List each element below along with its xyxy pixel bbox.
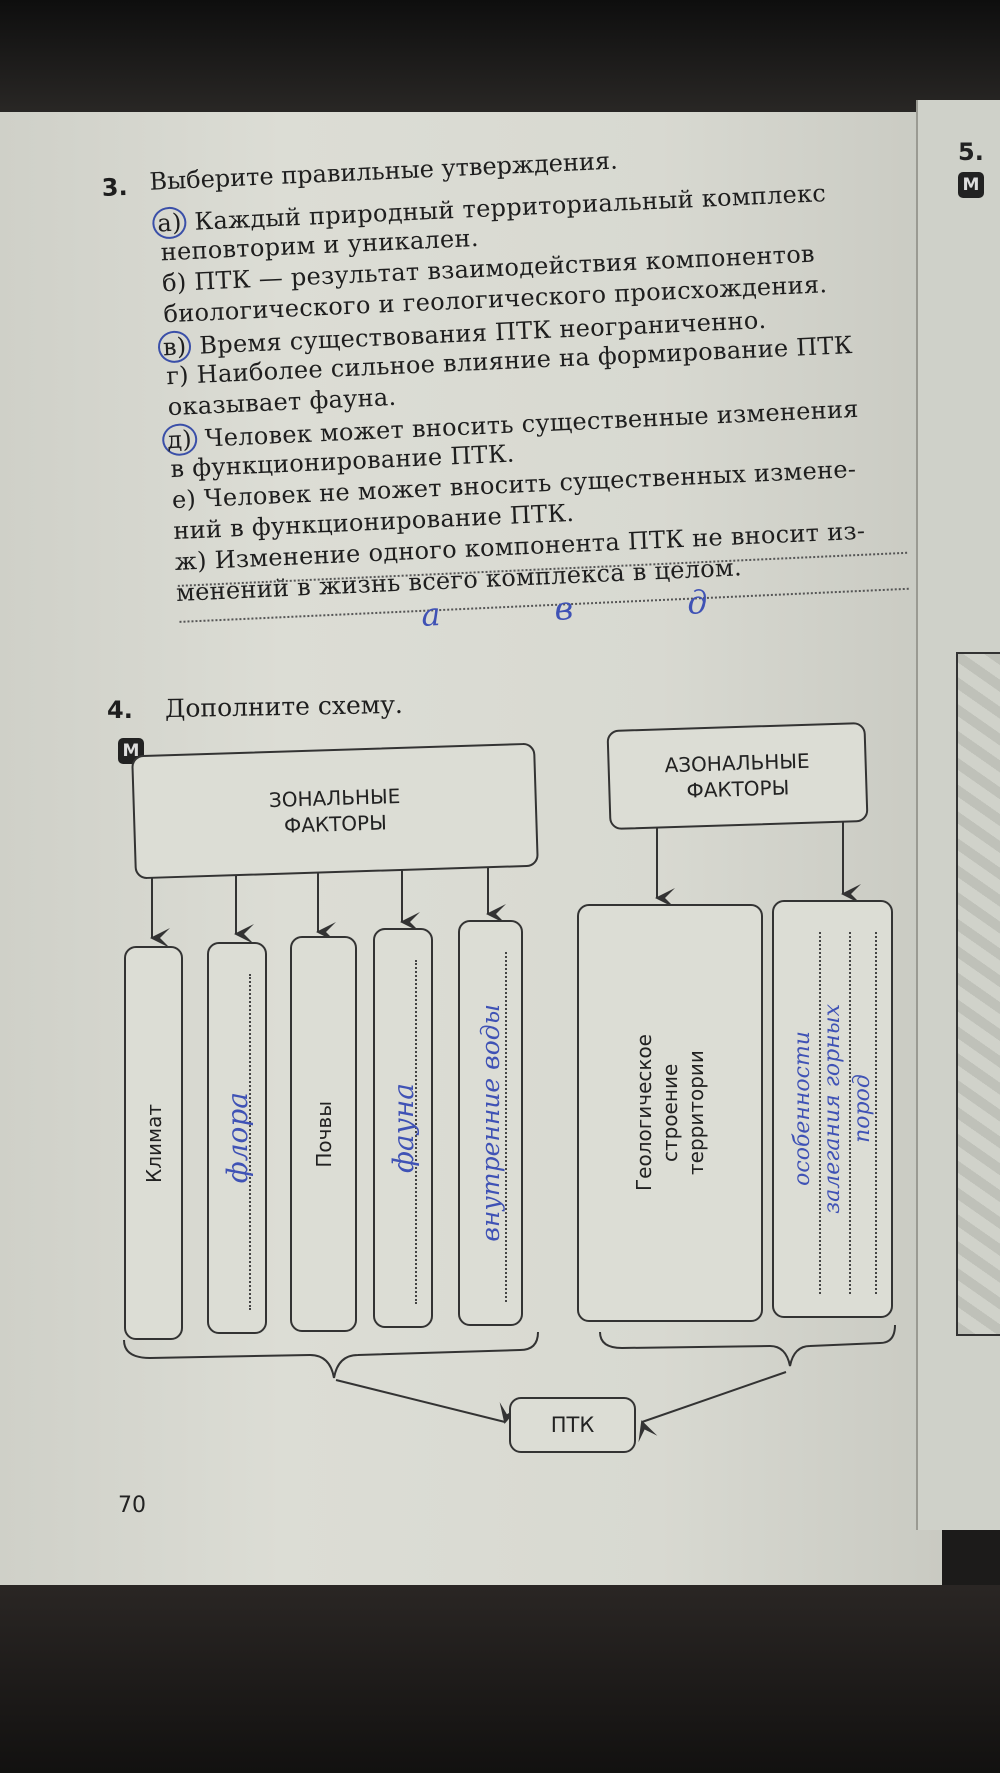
factor-label: Климат (141, 1103, 166, 1183)
header-line: ФАКТОРЫ (686, 775, 790, 803)
factor-label: Почвы (311, 1100, 336, 1168)
fill-line (249, 974, 251, 1310)
arrow (638, 1371, 787, 1443)
fill-line (819, 932, 821, 1294)
dark-background-bottom (0, 1585, 1000, 1773)
brace-zonal (123, 1331, 539, 1379)
page-number: 70 (118, 1493, 146, 1518)
ptk-label: ПТК (550, 1413, 595, 1437)
header-line: ФАКТОРЫ (283, 810, 388, 838)
hand-line: пород (849, 1074, 875, 1144)
fill-line (415, 960, 417, 1304)
arrow (335, 1379, 520, 1424)
factor-climate: Климат (124, 946, 183, 1340)
fill-line (505, 952, 507, 1302)
handwritten-answer: флора (220, 1092, 254, 1184)
map-badge-icon: М (958, 172, 984, 198)
fill-line (849, 932, 851, 1294)
label-line: Геологическое (632, 1034, 656, 1192)
map-image (956, 652, 1000, 1336)
label-line: территории (684, 1050, 708, 1176)
fill-line (875, 932, 877, 1294)
dark-background-top (0, 0, 1000, 118)
factor-blank-flora[interactable]: флора (207, 942, 267, 1334)
hand-line: особенности (789, 1031, 815, 1187)
label-line: строение (658, 1063, 682, 1163)
handwritten-answer: фауна (386, 1083, 420, 1173)
ptk-box: ПТК (509, 1397, 636, 1453)
factor-blank-fauna[interactable]: фауна (373, 928, 433, 1328)
task-number: 5. (958, 138, 984, 166)
factor-soils: Почвы (290, 936, 357, 1332)
handwritten-answer: внутренние воды (476, 1004, 505, 1242)
right-page: 5. М (916, 100, 1000, 1530)
hand-line: залегания горных (819, 1004, 845, 1214)
question-number: 4. (107, 696, 133, 724)
brace-azonal (599, 1324, 896, 1367)
factor-blank-waters[interactable]: внутренние воды (458, 920, 523, 1326)
